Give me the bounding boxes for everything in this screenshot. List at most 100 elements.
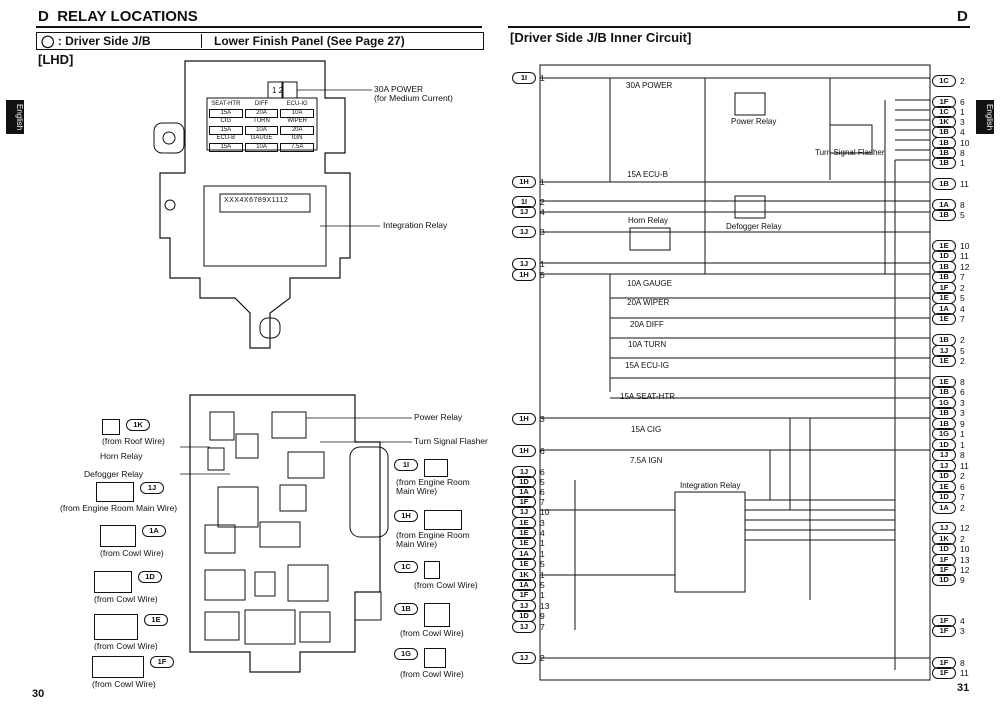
terminal-pin: 5 [540,270,545,280]
connector-1c-id: 1C [394,561,418,573]
callout-horn-relay: Horn Relay [100,451,143,461]
terminal-pin: 5 [960,210,965,220]
terminal-id: 1B [932,157,956,169]
terminal-pin: 3 [540,227,545,237]
terminal-pin: 2 [540,653,545,663]
side-tab-left: English [6,100,24,135]
right-terminal: 1C 2 [932,75,965,87]
terminal-pin: 6 [540,467,545,477]
terminal-pin: 1 [540,549,545,559]
label-30a-power: 30A POWER [626,81,673,90]
connector-1b-id: 1B [394,603,418,615]
terminal-pin: 3 [540,414,545,424]
circuit-title: [Driver Side J/B Inner Circuit] [510,30,692,45]
terminal-pin: 4 [960,616,965,626]
connector-1d: 1D (from Cowl Wire) [94,571,162,604]
terminal-pin: 13 [960,555,970,565]
fuse-cell: 15A [209,125,243,135]
terminal-pin: 10 [540,507,550,517]
terminal-id: 1F [512,496,536,508]
connector-1b-note: (from Cowl Wire) [400,628,464,638]
variant-label: [LHD] [38,52,74,67]
terminal-pin: 1 [540,590,545,600]
connector-1e-id: 1E [144,614,168,626]
connector-1d-note: (from Cowl Wire) [94,594,158,604]
terminal-pin: 2 [960,335,965,345]
terminal-pin: 1 [960,429,965,439]
connector-1e-icon [94,614,138,640]
connector-1b-icon [424,603,450,627]
callout-power-relay: Power Relay [414,412,463,422]
label-horn-relay: Horn Relay [628,216,669,225]
terminal-id: 1B [932,147,956,159]
fuse-grid: SEAT-HTR DIFF ECU-IG 15A 20A 10A CIG TUR… [209,101,314,152]
terminal-pin: 4 [540,528,545,538]
callout-integration-relay: Integration Relay [383,220,448,230]
terminal-pin: 6 [960,97,965,107]
label-10a-gauge: 10A GAUGE [627,279,672,288]
terminal-id: 1A [932,502,956,514]
terminal-id: 1I [512,72,536,84]
connector-1e: 1E (from Cowl Wire) [94,614,168,651]
callout-defogger-relay: Defogger Relay [84,469,144,479]
terminal-pin: 9 [960,419,965,429]
terminal-pin: 6 [960,482,965,492]
terminal-id: 1F [932,667,956,679]
terminal-pin: 7 [540,622,545,632]
terminal-pin: 12 [960,565,970,575]
terminal-id: 1B [932,178,956,190]
terminal-pin: 2 [960,356,965,366]
label-power-relay: Power Relay [731,117,777,126]
terminal-pin: 2 [960,283,965,293]
terminal-id: 1F [932,615,956,627]
connector-1a-note: (from Cowl Wire) [100,548,164,558]
terminal-pin: 5 [540,477,545,487]
connector-1f-note: (from Cowl Wire) [92,679,156,689]
fuse-cell: 15A [209,142,243,152]
fuse-cell: 10A [280,108,314,118]
label-integration-relay: Integration Relay [680,481,741,490]
fuse-cell: WIPER [287,118,307,124]
terminal-pin: 4 [960,127,965,137]
terminal-id: 1E [932,376,956,388]
terminal-id: 1E [512,517,536,529]
fuse-cell: ECU-IG [286,101,308,107]
terminal-pin: 1 [540,538,545,548]
connector-1d-icon [94,571,132,593]
terminal-id: 1A [512,579,536,591]
terminal-pin: 11 [960,251,969,261]
terminal-id: 1K [932,116,956,128]
right-rule [508,26,970,28]
terminal-pin: 8 [960,658,965,668]
fuse-cell: SEAT-HTR [211,101,241,107]
terminal-id: 1A [932,303,956,315]
terminal-id: 1C [932,75,956,87]
connector-1k: 1K (from Roof Wire) [102,419,165,446]
terminal-pin: 1 [960,107,965,117]
terminal-id: 1G [932,397,956,409]
terminal-pin: 12 [960,523,970,533]
label-defogger-relay: Defogger Relay [726,222,782,231]
terminal-id: 1E [932,313,956,325]
terminal-pin: 2 [960,76,965,86]
terminal-id: 1B [932,209,956,221]
terminal-id: 1K [512,569,536,581]
